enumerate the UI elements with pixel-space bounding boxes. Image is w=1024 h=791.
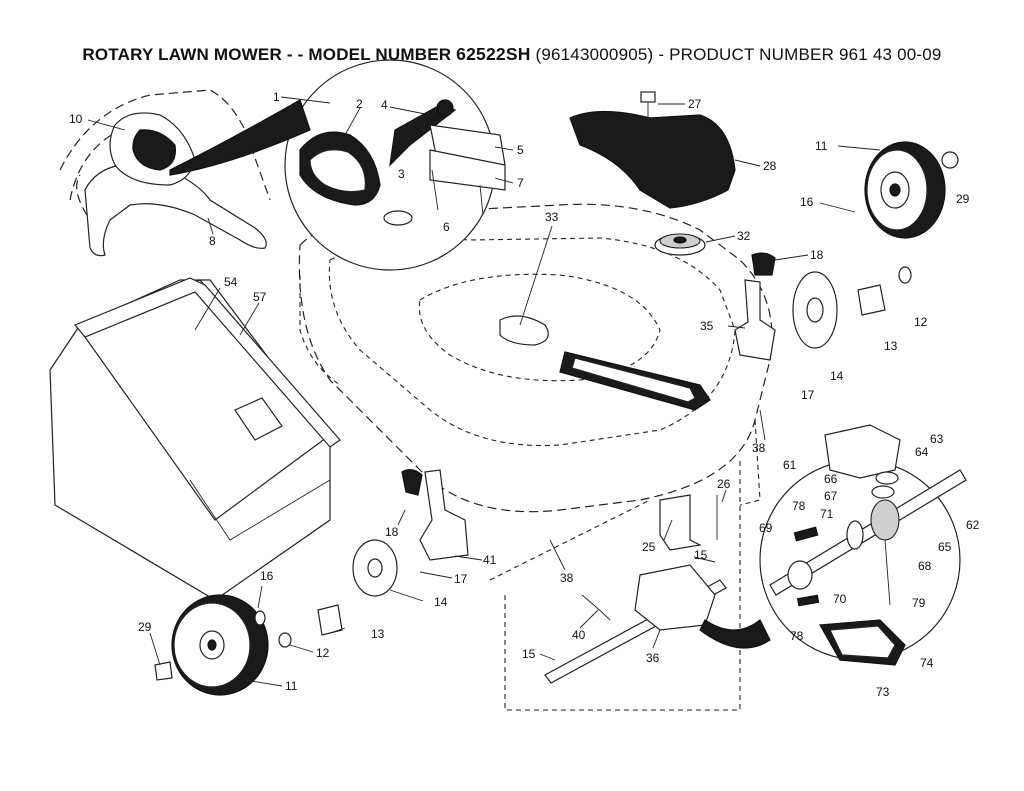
callout-label: 18 [385,525,399,539]
callout-label: 35 [700,319,714,333]
front-wheel-left [154,594,269,696]
callout-label: 14 [830,369,844,383]
product-number-text: (96143000905) - PRODUCT NUMBER 961 43 00… [535,45,942,64]
callout-label: 15 [694,548,708,562]
discharge-chute [569,91,736,209]
callout-label: 16 [260,569,274,583]
callout-label: 70 [833,592,847,606]
callout-label: 69 [759,521,773,535]
callout-label: 64 [915,445,929,459]
callout-label: 73 [876,685,890,699]
leader-lines [87,96,881,687]
callout-label: 40 [572,628,586,642]
height-adjuster-right [734,252,776,361]
callout-label: 1 [273,90,280,104]
callout-label: 61 [783,458,797,472]
callout-label: 17 [454,572,468,586]
callout-label: 8 [209,234,216,248]
callout-label: 15 [522,647,536,661]
callout-label: 79 [912,596,926,610]
callout-label: 78 [792,499,806,513]
callout-label: 28 [763,159,777,173]
callout-label: 16 [800,195,814,209]
callout-label: 10 [69,112,83,126]
callout-label: 29 [956,192,970,206]
callout-label: 32 [737,229,751,243]
rear-wheel-right [864,141,959,239]
callout-label: 13 [371,627,385,641]
callout-label: 17 [801,388,815,402]
callout-label: 36 [646,651,660,665]
callout-label: 41 [483,553,497,567]
callout-label: 25 [642,540,656,554]
callout-label: 66 [824,472,838,486]
title-text: ROTARY LAWN MOWER - - MODEL NUMBER [82,45,452,64]
callout-label: 26 [717,477,731,491]
callout-label: 3 [398,167,405,181]
wheel-hub-right [792,266,912,349]
drive-belt [499,315,711,411]
callout-label: 7 [517,176,524,190]
callout-label: 11 [285,679,298,693]
callout-label: 12 [316,646,330,660]
pulley [654,233,706,256]
callout-label: 54 [224,275,238,289]
callout-label: 57 [253,290,267,304]
callout-label: 62 [966,518,980,532]
height-adjuster-left [401,469,469,561]
callout-label: 18 [810,248,824,262]
callout-labels: 1 2 3 4 5 6 7 8 10 11 11 12 12 13 13 14 … [69,90,980,699]
callout-label: 33 [545,210,559,224]
callout-label: 13 [884,339,898,353]
wheel-hub-left [254,539,398,648]
callout-label: 29 [138,620,152,634]
callout-label: 65 [938,540,952,554]
handle-assembly [59,89,271,257]
callout-label: 68 [918,559,932,573]
callout-label: 14 [434,595,448,609]
callout-label: 4 [381,98,388,112]
model-number: 62522SH [456,44,531,64]
grass-catcher [49,277,341,601]
callout-label: 63 [930,432,944,446]
callout-label: 12 [914,315,928,329]
callout-label: 27 [688,97,702,111]
diagram-title: ROTARY LAWN MOWER - - MODEL NUMBER 62522… [0,44,1024,65]
gearbox-zoom-inset [699,424,967,666]
callout-label: 11 [815,139,828,153]
callout-label: 67 [824,489,838,503]
callout-label: 38 [752,441,766,455]
callout-label: 5 [517,143,524,157]
callout-label: 74 [920,656,934,670]
callout-label: 2 [356,97,363,111]
drive-axle [489,460,741,711]
callout-label: 78 [790,629,804,643]
control-zoom-inset [169,59,506,271]
callout-label: 6 [443,220,450,234]
callout-label: 38 [560,571,574,585]
callout-label: 71 [820,507,834,521]
